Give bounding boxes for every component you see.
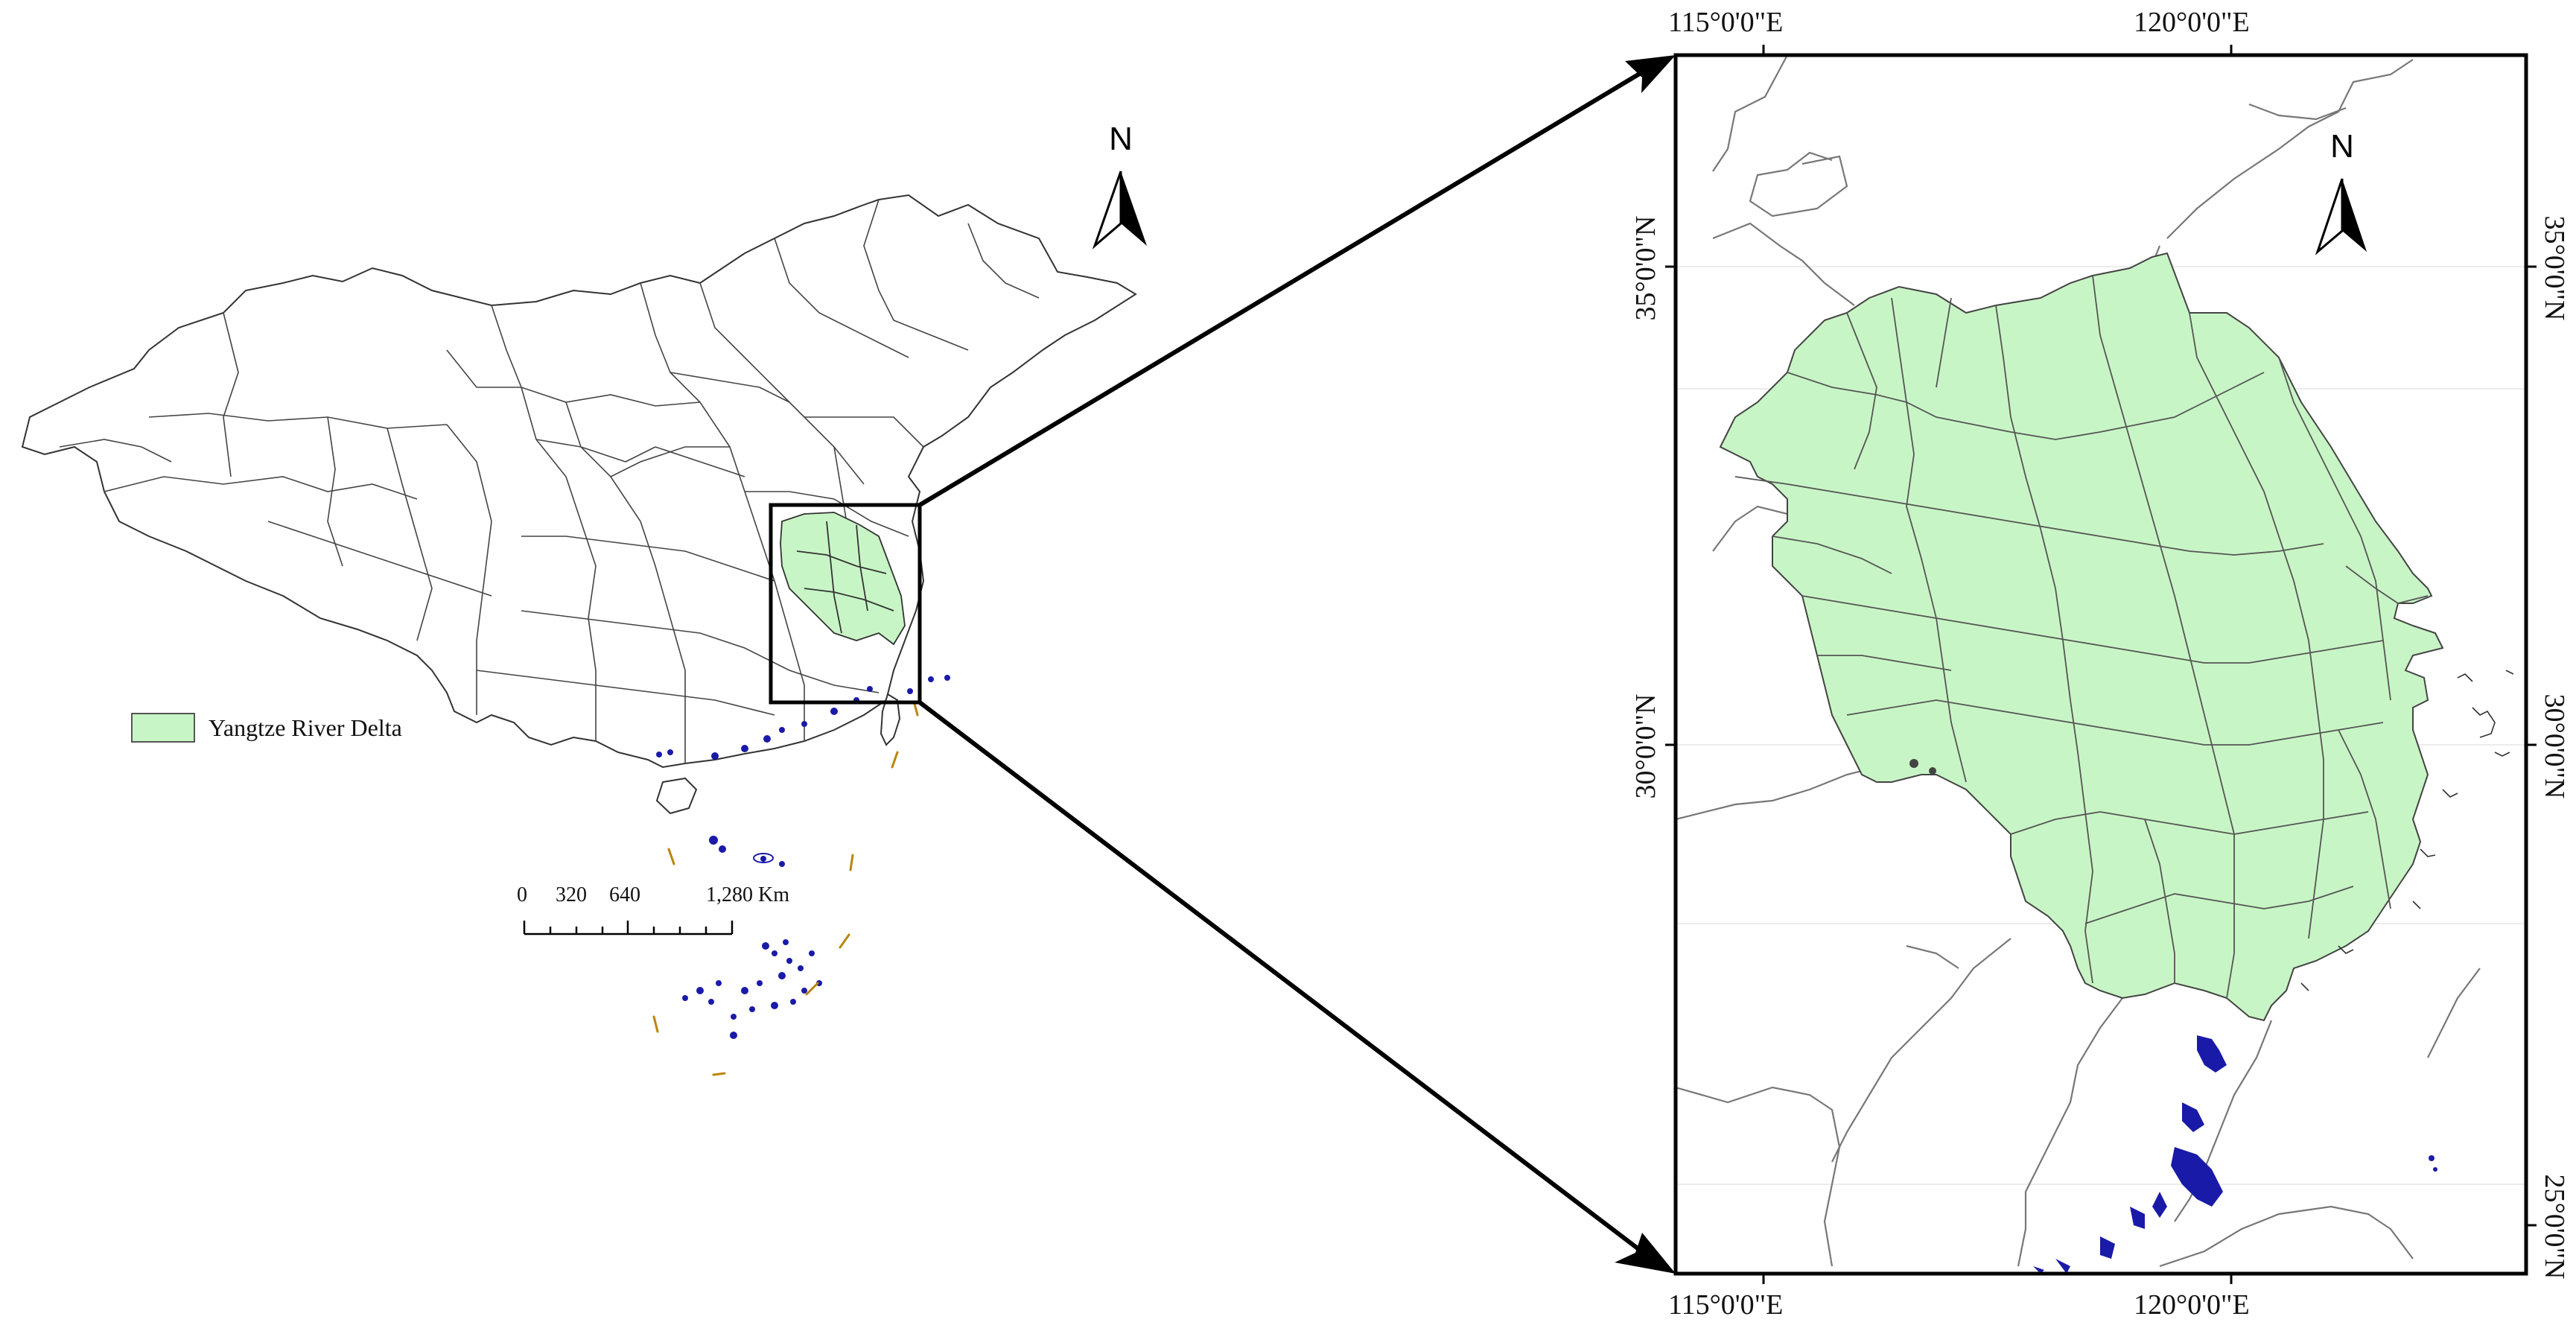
- nine-dash-line: [652, 702, 919, 1076]
- coord-right-35: 35°0'0"N: [2539, 215, 2570, 321]
- scale-label-640: 640: [609, 883, 640, 906]
- inset-city-boundaries: [1734, 275, 2429, 999]
- coord-right-25: 25°0'0"N: [2539, 1174, 2570, 1280]
- china-outline: [21, 194, 1137, 769]
- legend-label: Yangtze River Delta: [209, 714, 402, 741]
- scale-label-320: 320: [556, 883, 587, 906]
- scale-label-0: 0: [517, 883, 527, 906]
- scale-label-1280: 1,280 Km: [706, 883, 789, 906]
- connector-lines: [918, 63, 1655, 1262]
- coord-left-30: 30°0'0"N: [1630, 693, 1661, 799]
- china-internal-boundaries: [59, 199, 1040, 763]
- inset-coastal-islands: [2300, 670, 2514, 991]
- north-label-overview: N: [1106, 123, 1136, 156]
- north-letter: N: [1109, 121, 1133, 157]
- north-letter-inset: N: [2330, 128, 2354, 165]
- coord-bottom-120: 120°0'0"E: [2134, 1289, 2250, 1321]
- coord-bottom-115: 115°0'0"E: [1668, 1289, 1784, 1321]
- coord-top-120: 120°0'0"E: [2134, 7, 2250, 38]
- legend: Yangtze River Delta: [131, 713, 402, 743]
- north-arrow-overview: [1092, 171, 1147, 250]
- overview-extent-box: [769, 503, 922, 705]
- scale-bar: [523, 921, 734, 935]
- legend-swatch: [131, 713, 195, 743]
- overview-delta-highlight: [780, 512, 906, 646]
- inset-frame: [1673, 53, 2528, 1276]
- connector-arrowheads: [1615, 55, 1676, 1274]
- inset-city-dots: [1909, 759, 1936, 775]
- north-arrow-inset: [2315, 178, 2367, 255]
- coord-top-115: 115°0'0"E: [1668, 7, 1784, 38]
- coord-right-30: 30°0'0"N: [2539, 693, 2570, 799]
- scale-bar-labels: 0 320 640 1,280 Km: [511, 883, 824, 913]
- inset-delta-region: [1719, 252, 2444, 1022]
- coord-left-35: 35°0'0"N: [1630, 215, 1661, 321]
- hainan-island: [655, 777, 698, 815]
- north-label-inset: N: [2327, 130, 2357, 163]
- inset-blue-islands: [2033, 1035, 2437, 1274]
- inset-ticks: [1665, 45, 2537, 1284]
